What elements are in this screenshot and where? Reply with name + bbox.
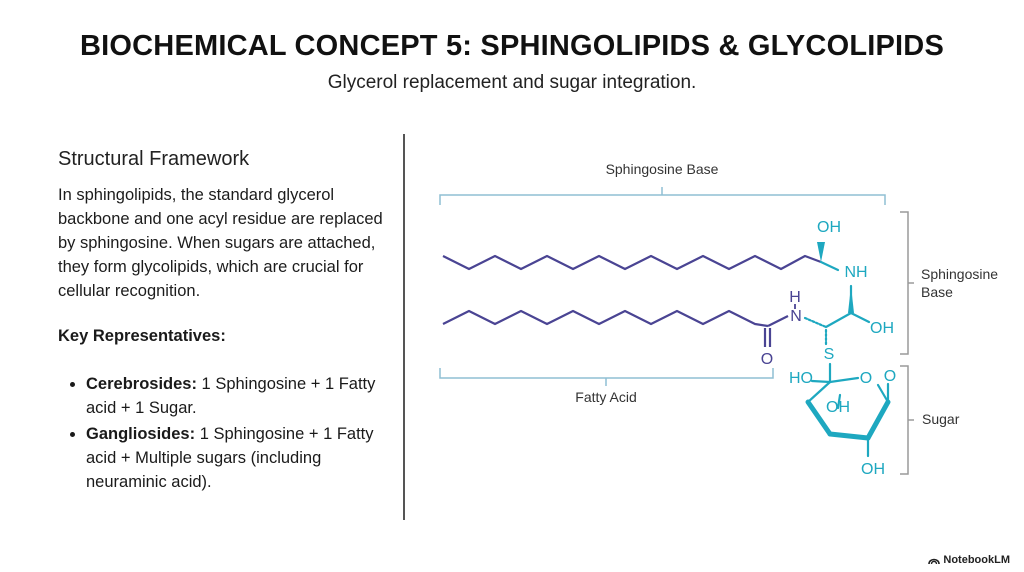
sugar-brace-label: Sugar (922, 411, 960, 427)
page-subtitle: Glycerol replacement and sugar integrati… (327, 72, 697, 93)
logo-text: NotebookLM (943, 554, 1010, 566)
wedge-bond-mid (848, 286, 854, 313)
nh-sphingosine: NH (844, 264, 867, 281)
carbonyl-group (763, 315, 789, 347)
list-item-cerebrosides: Cerebrosides: 1 Sphingosine + 1 Fatty ac… (86, 372, 393, 420)
fatty-acid-label: Fatty Acid (575, 389, 636, 405)
term-gangliosides: Gangliosides: (86, 425, 196, 443)
top-brace (439, 187, 886, 205)
right-brace-label-line2: Base (921, 284, 953, 300)
list-item-gangliosides: Gangliosides: 1 Sphingosine + 1 Fatty ac… (86, 422, 393, 494)
desc-gangliosides: 1 Sphingosine + 1 Fatty acid + Multiple … (86, 425, 374, 491)
notebooklm-icon (928, 558, 941, 565)
ho-ring: HO (789, 370, 813, 387)
ring-oxygen-1: O (860, 370, 872, 387)
sugar-ring (805, 362, 891, 458)
amide-hydrogen: H (789, 289, 801, 306)
sphingosine-chain (442, 254, 822, 271)
oh-mid: OH (870, 320, 894, 337)
carbonyl-oxygen: O (761, 351, 773, 368)
fatty-acid-brace (439, 368, 774, 386)
oh-ring-mid: OH (826, 399, 850, 416)
right-brace-sugar (900, 365, 914, 475)
page-title: BIOCHEMICAL CONCEPT 5: SPHINGOLIPIDS & G… (80, 30, 944, 62)
representatives-list: Cerebrosides: 1 Sphingosine + 1 Fatty ac… (58, 372, 393, 494)
left-panel: Structural Framework In sphingolipids, t… (58, 148, 393, 496)
amide-nitrogen: N (790, 308, 802, 325)
oh-top: OH (817, 219, 841, 236)
key-representatives-heading: Key Representatives: (58, 327, 226, 345)
section-title: Structural Framework (58, 148, 250, 170)
ring-oxygen-2: O (884, 368, 896, 385)
oh-ring-bottom: OH (861, 461, 885, 478)
term-cerebrosides: Cerebrosides: (86, 375, 197, 393)
fatty-acid-chain (442, 309, 769, 328)
top-brace-label: Sphingosine Base (606, 161, 719, 177)
right-brace-label-line1: Sphingosine (921, 266, 998, 282)
desc-cerebrosides: 1 Sphingosine + 1 Fatty acid + 1 Sugar. (86, 375, 376, 417)
column-divider (403, 134, 405, 520)
notebooklm-logo: NotebookLM (928, 554, 1010, 566)
description-paragraph: In sphingolipids, the standard glycerol … (58, 186, 383, 300)
wedge-bond-top (817, 242, 825, 262)
sulfur-link: S (824, 346, 835, 363)
right-brace-sphingosine (900, 211, 914, 355)
